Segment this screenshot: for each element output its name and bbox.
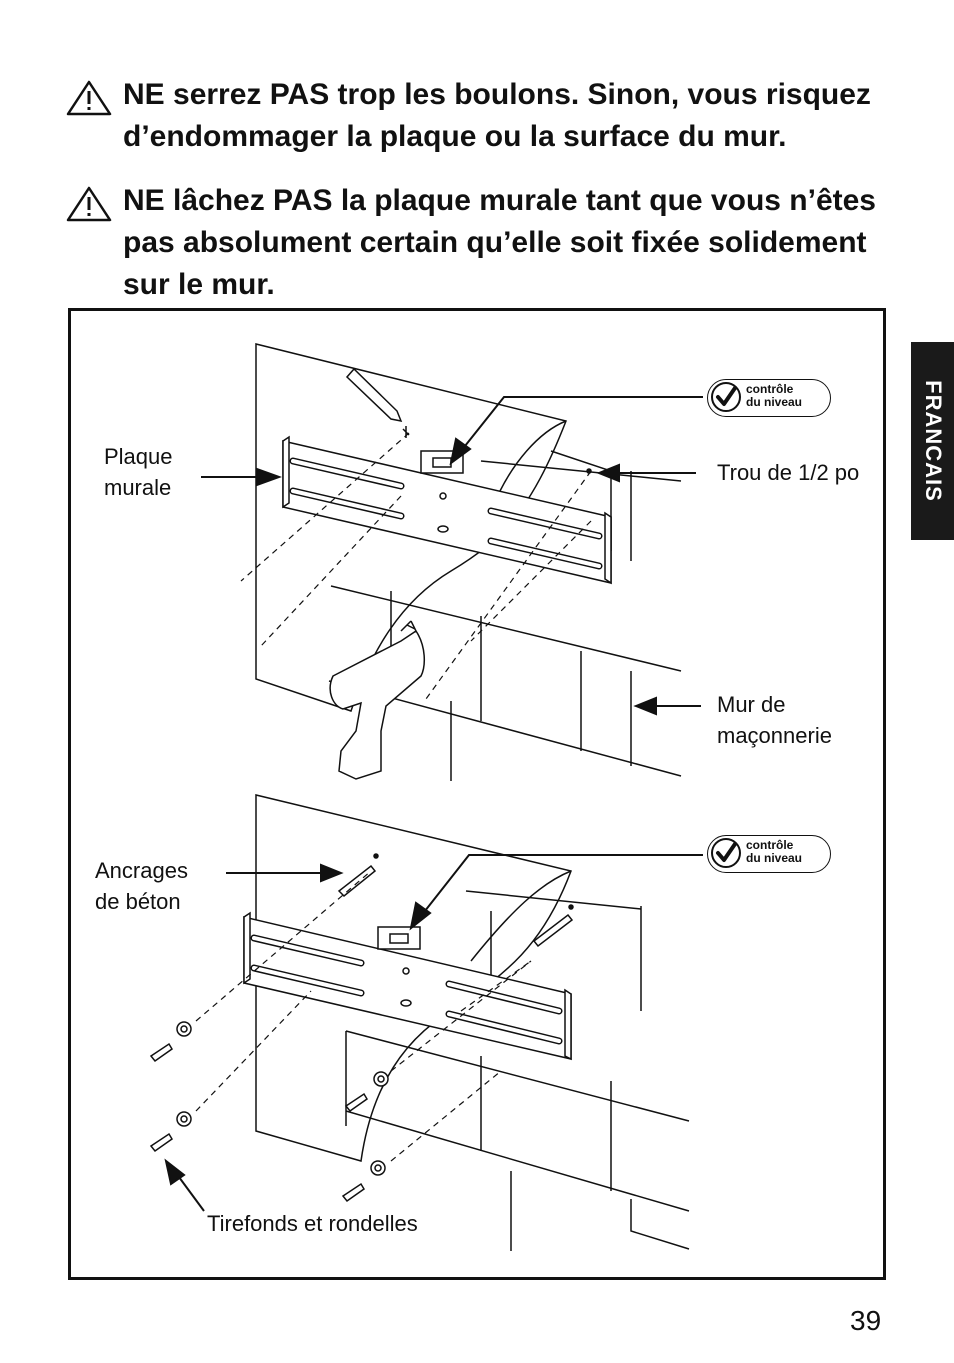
- wall-plate-bottom: [243, 911, 572, 1061]
- level-check-text-bottom: contrôle du niveau: [746, 838, 803, 865]
- warning-text-2: NE lâchez PAS la plaque murale tant que …: [123, 184, 876, 301]
- lag-bolts: [149, 1021, 389, 1203]
- arrows-top: [201, 396, 703, 716]
- arrows-bottom: [164, 854, 703, 1212]
- warning-2: NE lâchez PAS la plaque murale tant que …: [66, 180, 896, 310]
- warning-text-1: NE serrez PAS trop les boulons. Sinon, v…: [123, 78, 871, 153]
- level-check-badge-bottom: contrôle du niveau: [707, 835, 831, 873]
- check-circle-icon: [711, 838, 741, 868]
- warning-1: NE serrez PAS trop les boulons. Sinon, v…: [66, 74, 896, 164]
- language-tab-label: FRANCAIS: [920, 380, 946, 502]
- installation-illustration: [149, 343, 703, 1251]
- label-hole: Trou de 1/2 po: [717, 460, 860, 485]
- drill: [329, 620, 426, 780]
- wall-plate-top: [282, 435, 612, 585]
- page-number: 39: [850, 1305, 882, 1336]
- warning-triangle-icon: [66, 186, 112, 222]
- label-wall-plate: Plaque murale: [104, 444, 173, 500]
- level-check-text-top: contrôle du niveau: [746, 382, 803, 409]
- level-check-badge-top: contrôle du niveau: [707, 379, 831, 417]
- installation-figure: Plaque murale Trou de 1/2 po Mur de maço…: [68, 308, 886, 1280]
- language-tab: FRANCAIS: [911, 342, 954, 540]
- check-circle-icon: [711, 382, 741, 412]
- concrete-anchors: [337, 864, 574, 948]
- label-concrete-anchors: Ancrages de béton: [95, 858, 188, 914]
- warning-triangle-icon: [66, 80, 112, 116]
- pencil: [345, 367, 403, 423]
- label-lag-bolts: Tirefonds et rondelles: [207, 1211, 418, 1236]
- level-bottom: [377, 926, 421, 950]
- label-masonry-wall: Mur de maçonnerie: [717, 692, 832, 748]
